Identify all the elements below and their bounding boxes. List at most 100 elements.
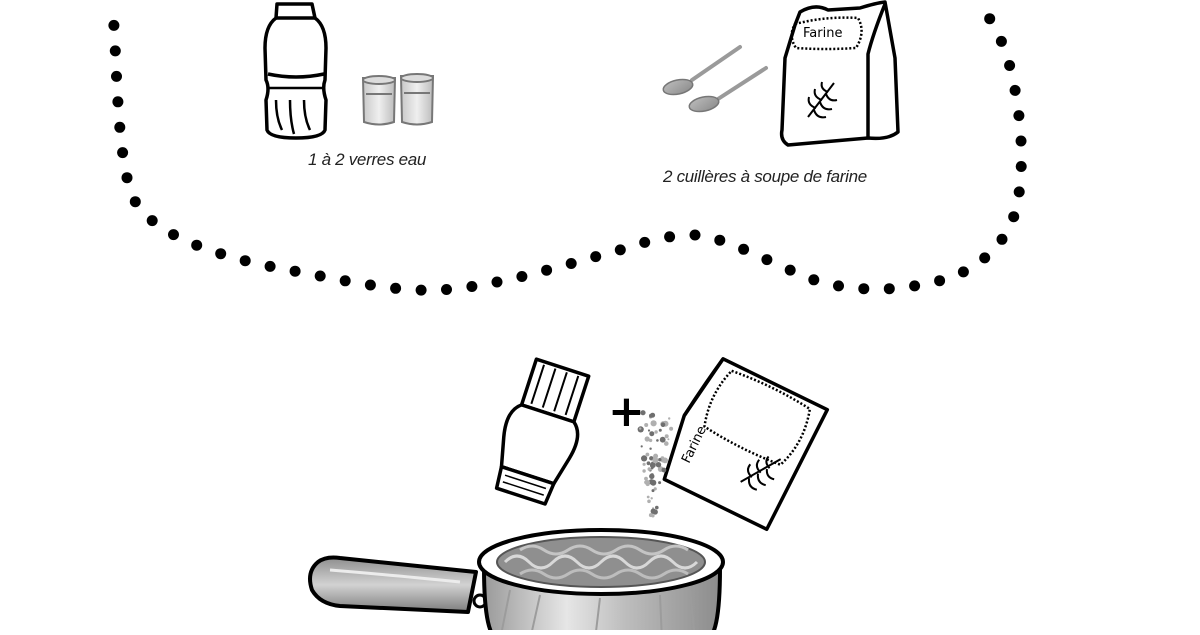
flour-particle [660, 422, 666, 428]
border-dot [491, 276, 503, 288]
flour-particle [659, 436, 666, 443]
border-dot [934, 275, 946, 287]
border-dot [168, 229, 179, 241]
border-dot [1008, 211, 1020, 223]
flour-particle [649, 413, 653, 418]
border-dot [441, 284, 452, 295]
border-dot [883, 283, 895, 295]
border-dot [808, 274, 820, 286]
border-dot [714, 234, 726, 246]
flour-particle [653, 453, 659, 459]
spoon-icon [662, 45, 742, 96]
flour-particle [644, 423, 649, 427]
flour-particle [651, 489, 655, 493]
flour-particle [661, 467, 667, 473]
flour-particle [650, 508, 656, 514]
flour-particle [664, 434, 669, 439]
flour-particle [654, 430, 658, 434]
border-dot [784, 264, 796, 276]
flour-particles [637, 410, 674, 518]
flour-particle [645, 452, 650, 457]
border-dot [117, 147, 129, 159]
flour-bag-label: Farine [803, 26, 842, 41]
border-dot [984, 13, 996, 25]
flour-particle [647, 499, 651, 504]
flour-particle [658, 458, 662, 462]
border-dot [541, 264, 553, 276]
flour-particle [651, 473, 654, 476]
flour-particle [652, 457, 659, 464]
flour-particle [647, 429, 651, 432]
border-dot [129, 196, 141, 208]
glass-icon [399, 73, 435, 126]
border-dot [761, 254, 773, 266]
border-dot [738, 243, 750, 255]
flour-particle [649, 431, 655, 437]
border-dot [289, 265, 301, 277]
flour-particle [656, 439, 659, 442]
border-dot [516, 271, 528, 282]
flour-particle [642, 462, 646, 466]
flour-particle [645, 480, 650, 485]
border-dot [833, 280, 844, 292]
flour-particle [649, 447, 652, 450]
flour-particle [639, 427, 642, 430]
border-dot [639, 236, 651, 248]
border-dot [689, 229, 701, 241]
border-dot [111, 70, 122, 82]
border-dot [109, 45, 121, 57]
flour-particle [655, 505, 659, 510]
border-dot [191, 239, 203, 251]
spoon-icon [688, 66, 768, 113]
border-dot [112, 96, 124, 108]
flour-particle [667, 438, 670, 441]
border-dot [314, 270, 326, 282]
border-dot [390, 282, 402, 294]
border-dot [979, 252, 991, 264]
border-dot [565, 258, 577, 269]
border-dot [1015, 135, 1027, 147]
water-caption: 1 à 2 verres eau [308, 150, 427, 169]
flour-particle [644, 476, 648, 481]
border-dot [996, 233, 1008, 245]
border-dot [957, 266, 969, 278]
flour-particle [655, 462, 662, 468]
flour-particle [646, 461, 651, 466]
flour-particle [651, 514, 655, 518]
flour-particle [641, 455, 648, 462]
saucepan-icon [308, 528, 725, 635]
border-dot [364, 279, 376, 291]
flour-particle [640, 445, 643, 448]
border-dot [614, 244, 626, 256]
border-dot [664, 231, 676, 243]
border-dot [415, 284, 427, 296]
border-dot [239, 255, 251, 267]
flour-caption: 2 cuillères à soupe de farine [663, 167, 867, 186]
flour-particle [640, 410, 646, 416]
border-dot [264, 260, 276, 272]
border-dot [1009, 84, 1021, 96]
flour-particle [668, 417, 671, 420]
wheat-icon [807, 81, 838, 119]
flour-particle [649, 456, 654, 461]
water-bottle-icon [263, 2, 328, 140]
border-dot [590, 251, 602, 263]
border-dot [909, 280, 921, 292]
flour-bag-icon [662, 357, 830, 532]
border-dot [121, 172, 133, 184]
border-dot [1013, 186, 1025, 198]
border-dot [466, 281, 478, 292]
flour-particle [646, 495, 650, 499]
border-dot [108, 19, 120, 31]
border-dot [1004, 60, 1016, 71]
flour-particle [650, 420, 657, 427]
flour-particle [650, 497, 653, 500]
border-dot [1013, 110, 1025, 122]
wheat-icon [740, 455, 782, 491]
salt-shaker-icon [494, 357, 591, 506]
flour-bag-icon [779, 0, 900, 147]
flour-particle [642, 469, 646, 473]
border-dot [215, 248, 227, 260]
flour-particle [658, 428, 662, 432]
